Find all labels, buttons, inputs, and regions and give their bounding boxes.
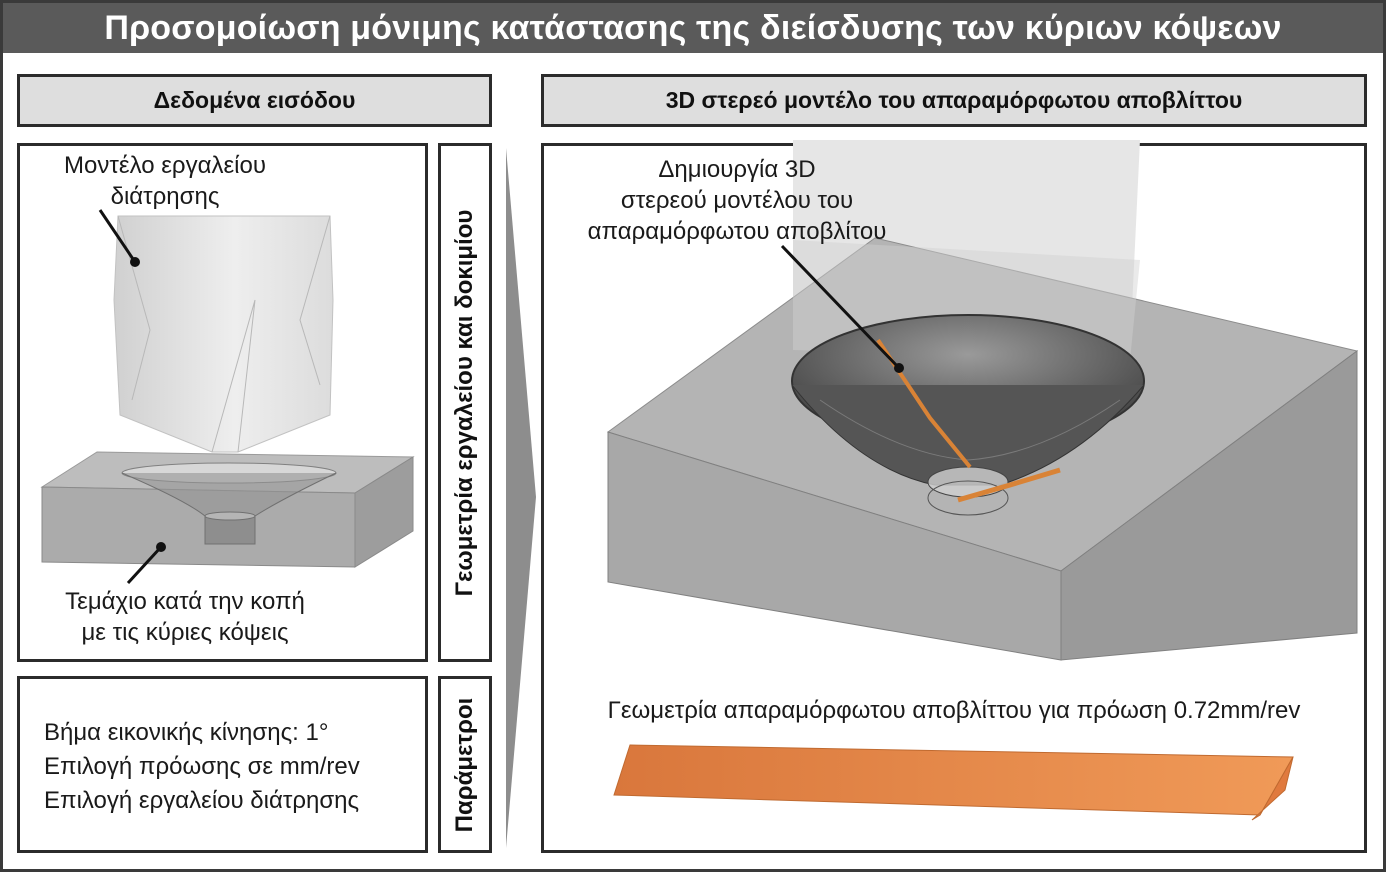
model-callout-dot (894, 363, 904, 373)
model-callout-line3: απαραμόρφωτου αποβλίτου (562, 216, 912, 247)
tool-callout-dot (130, 257, 140, 267)
workpiece-block (42, 452, 413, 567)
chip-geometry-shape (614, 745, 1293, 820)
workpiece-callout-dot (156, 542, 166, 552)
tool-label-line1: Μοντέλο εργαλείου (40, 150, 290, 181)
model-callout-line2: στερεού μοντέλου του (562, 185, 912, 216)
workpiece-label-line1: Τεμάχιο κατά την κοπή (30, 586, 340, 617)
model-callout-line1: Δημιουργία 3D (562, 154, 912, 185)
tool-label-line2: διάτρησης (40, 181, 290, 212)
flow-arrow (506, 148, 536, 848)
drill-tool-model (114, 216, 333, 452)
tool-label: Μοντέλο εργαλείου διάτρησης (40, 150, 290, 212)
chip-caption: Γεωμετρία απαραμόρφωτου αποβλίττου για π… (541, 695, 1367, 726)
workpiece-label: Τεμάχιο κατά την κοπή με τις κύριες κόψε… (30, 586, 340, 648)
workpiece-label-line2: με τις κύριες κόψεις (30, 617, 340, 648)
model-callout-label: Δημιουργία 3D στερεού μοντέλου του απαρα… (562, 154, 912, 247)
